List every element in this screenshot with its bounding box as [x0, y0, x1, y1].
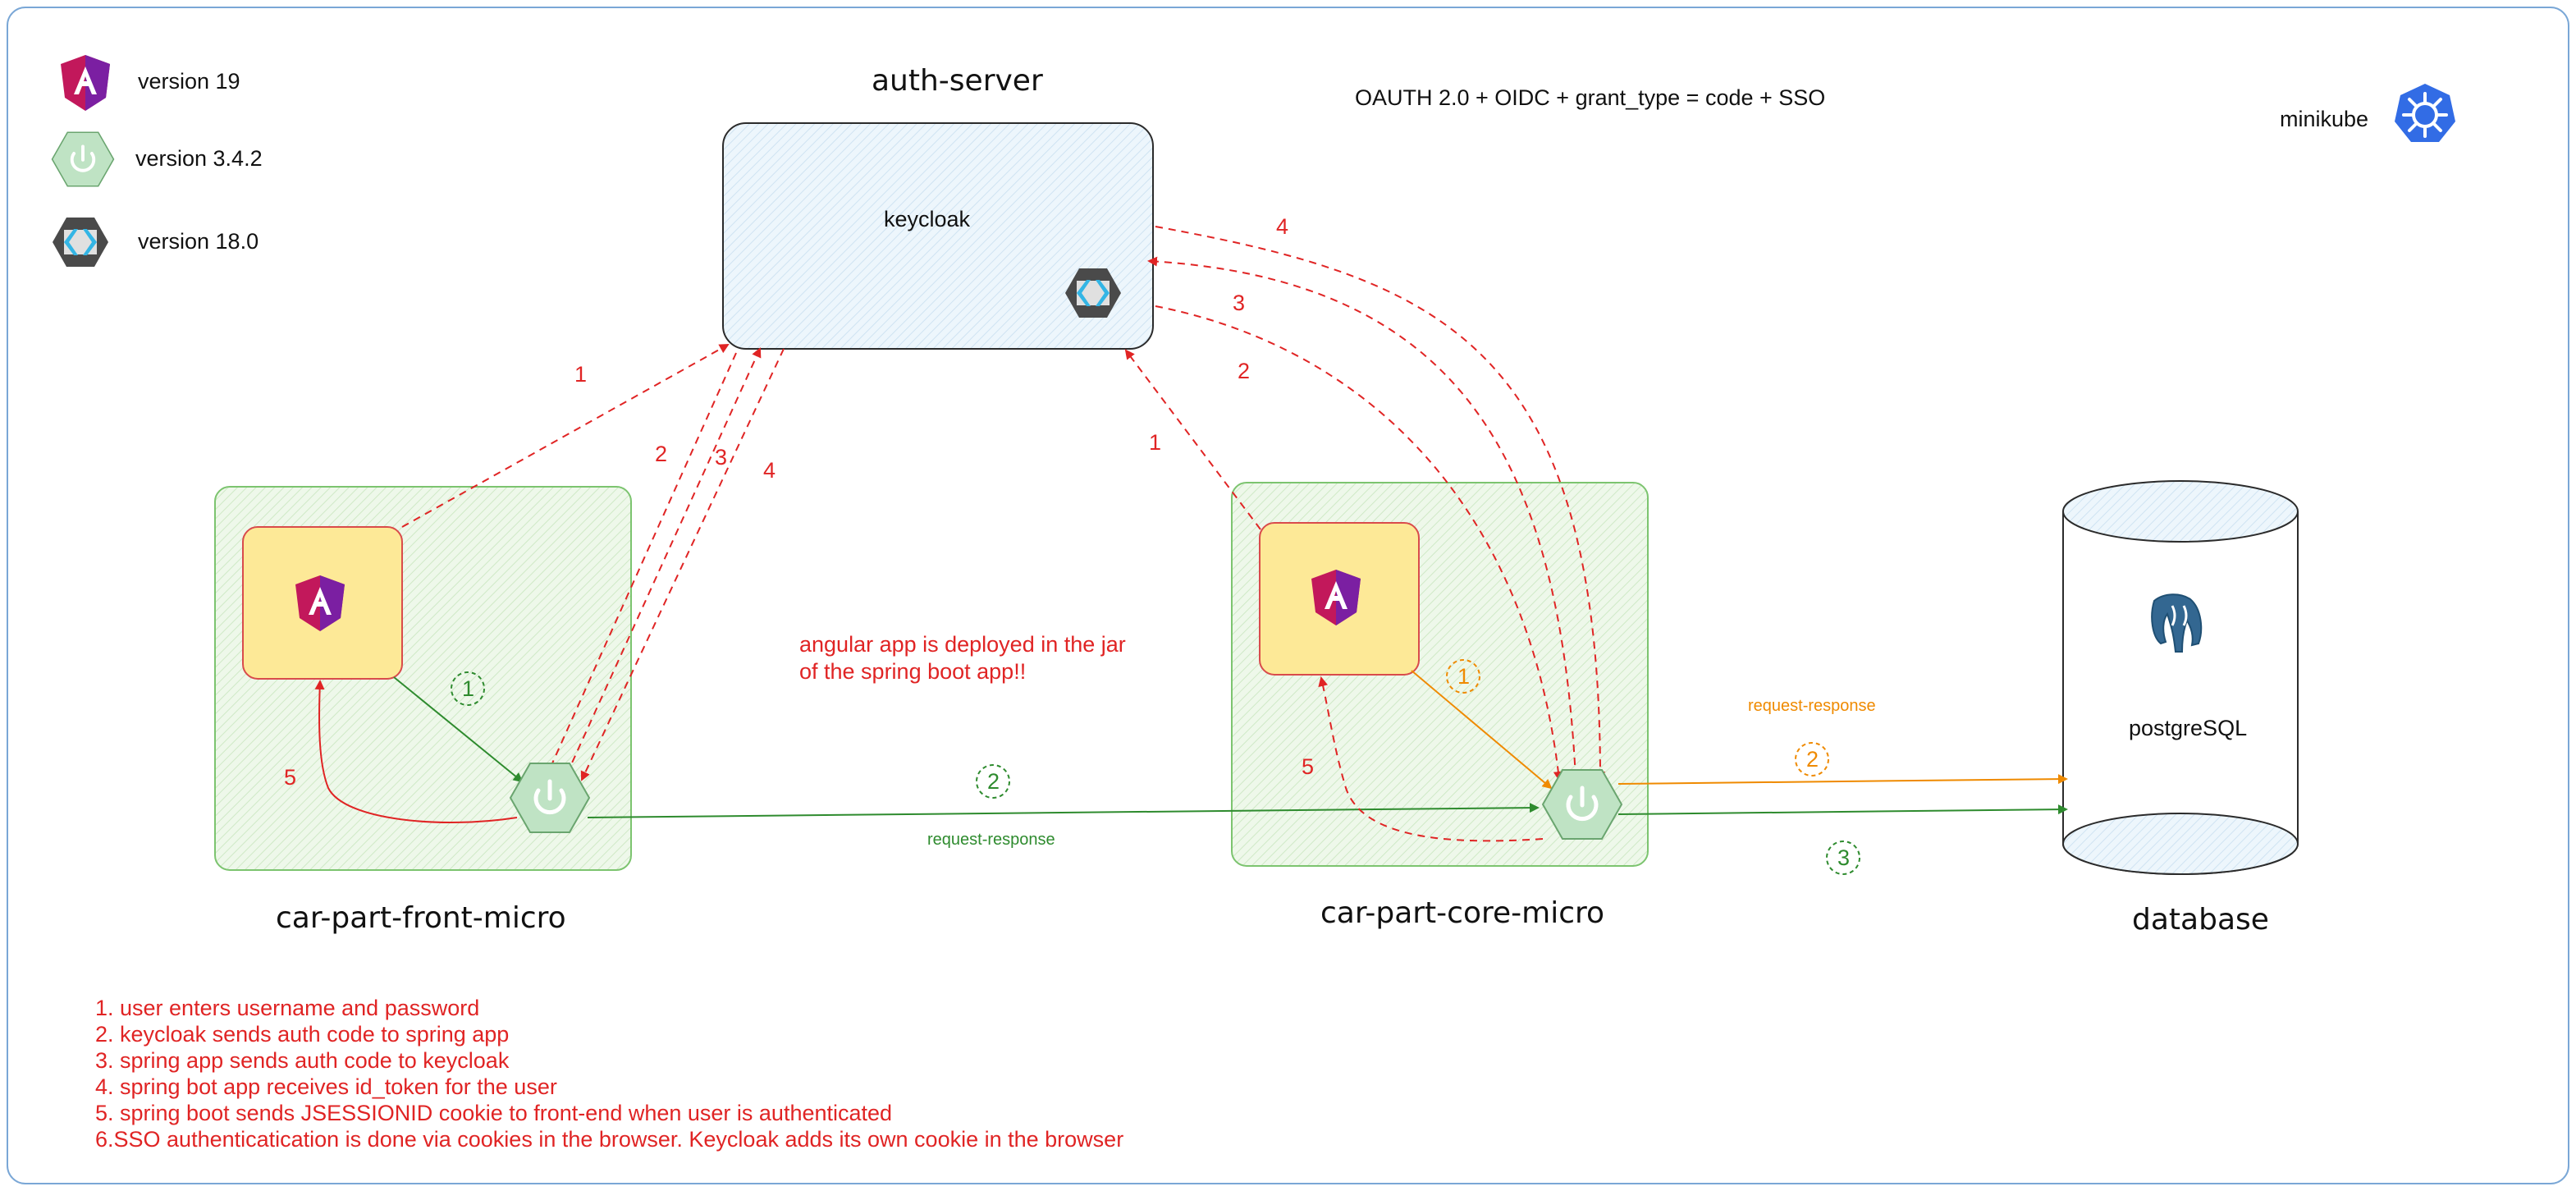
flow-core-local-5	[1318, 676, 1544, 842]
step-core-to-db-orange: 2	[1806, 747, 1819, 772]
step-circle-db-3	[1826, 841, 1860, 875]
step-front-keycloak-3: 3	[715, 445, 728, 470]
step-front-keycloak-4: 4	[763, 458, 776, 483]
step-front-to-core: 2	[987, 769, 1000, 794]
step-circle-db-2	[1795, 742, 1829, 776]
step-core-local-5: 5	[1302, 754, 1315, 779]
outer-frame	[7, 7, 2569, 1184]
step-front-local-5: 5	[284, 765, 297, 790]
step-core-local-1: 1	[1457, 664, 1471, 689]
postgres-label: postgreSQL	[2129, 716, 2248, 740]
step-front-local-1: 1	[462, 676, 475, 701]
note-item: 4. spring bot app receives id_token for …	[95, 1074, 557, 1099]
flow-core-2	[1155, 305, 1563, 781]
flow-core-1	[1124, 349, 1261, 530]
request-response-core-db: request-response	[1748, 697, 1876, 715]
step-front-keycloak-1: 1	[574, 362, 588, 387]
database-label: database	[2132, 903, 2269, 937]
flow-front-local-1	[393, 676, 524, 783]
legend-angular-icon	[61, 55, 110, 111]
step-circle-front-1	[451, 671, 485, 706]
notes-list: 1. user enters username and password 2. …	[95, 995, 1123, 1152]
flow-core-local-1	[1411, 670, 1553, 790]
step-core-keycloak-2: 2	[1238, 359, 1251, 383]
protocol-text: OAUTH 2.0 + OIDC + grant_type = code + S…	[1355, 85, 1826, 110]
deploy-note-line1: angular app is deployed in the jar	[799, 632, 1126, 657]
legend-spring-version: version 3.4.2	[135, 146, 263, 171]
auth-server-title: auth-server	[872, 64, 1043, 98]
note-item: 5. spring boot sends JSESSIONID cookie t…	[95, 1101, 893, 1125]
flow-front-1	[401, 344, 730, 528]
step-front-keycloak-2: 2	[655, 442, 668, 466]
flow-front-3	[560, 347, 762, 787]
deploy-note-line2: of the spring boot app!!	[799, 659, 1027, 684]
core-micro-label: car-part-core-micro	[1320, 896, 1605, 930]
legend-angular-version: version 19	[138, 69, 240, 94]
flow-core-to-db-orange	[1617, 774, 2068, 785]
note-item: 2. keycloak sends auth code to spring ap…	[95, 1022, 510, 1047]
database-top	[2062, 480, 2299, 543]
legend-spring-icon	[50, 131, 116, 188]
request-response-front-core: request-response	[927, 831, 1055, 849]
kubernetes-icon	[2395, 84, 2455, 142]
front-micro-label: car-part-front-micro	[276, 901, 566, 935]
postgres-elephant-icon	[2151, 593, 2203, 653]
minikube-label: minikube	[2280, 107, 2369, 131]
step-core-keycloak-4: 4	[1276, 214, 1289, 239]
note-item: 6.SSO authenticatication is done via coo…	[95, 1127, 1124, 1152]
note-item: 3. spring app sends auth code to keycloa…	[95, 1048, 510, 1073]
step-circle-front-to-core-2	[976, 764, 1010, 799]
legend-keycloak-icon	[53, 218, 108, 267]
step-core-keycloak-1: 1	[1149, 430, 1162, 455]
step-core-to-db-green: 3	[1837, 845, 1851, 870]
flow-core-to-db-green	[1617, 804, 2068, 815]
database-bottom	[2062, 813, 2299, 875]
note-item: 1. user enters username and password	[95, 996, 480, 1020]
step-circle-core-1	[1446, 659, 1480, 694]
legend-keycloak-version: version 18.0	[138, 229, 259, 254]
keycloak-box	[722, 122, 1154, 350]
flow-front-4	[580, 348, 785, 781]
flow-front-to-core	[587, 803, 1540, 818]
flow-core-4	[1155, 226, 1605, 781]
flow-core-3	[1147, 256, 1576, 779]
flow-front-local-5	[314, 680, 518, 823]
step-core-keycloak-3: 3	[1233, 291, 1246, 315]
keycloak-label: keycloak	[884, 207, 971, 231]
